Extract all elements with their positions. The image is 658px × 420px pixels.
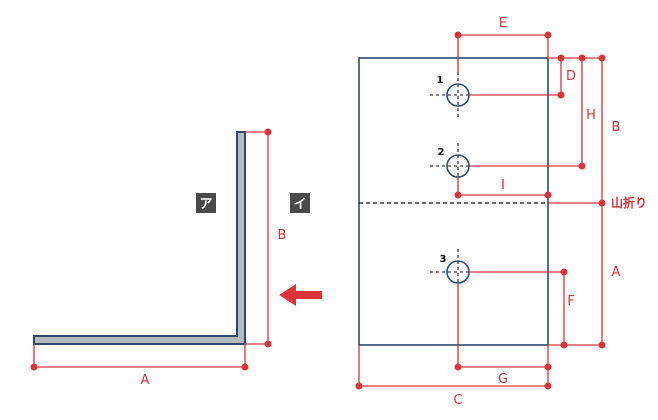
plate-outline (358, 57, 549, 346)
hole-1-label: 1 (437, 75, 444, 86)
hole-1 (430, 72, 487, 118)
flat-view: 1 2 3 (355, 16, 647, 408)
hole-2-label: 2 (438, 147, 445, 158)
dim-c-label: C (453, 393, 462, 408)
dim-d-label: D (566, 69, 576, 84)
fold-label: 山折り (611, 195, 647, 210)
dim-i-label: I (501, 178, 505, 193)
hole-3-label: 3 (440, 254, 447, 265)
flat-dimensions (358, 34, 603, 387)
dim-b-label: B (612, 120, 621, 135)
flat-dimension-points (355, 31, 606, 390)
view-arrow-icon (279, 284, 322, 306)
dim-h-label: H (586, 108, 596, 123)
dim-f-label: F (567, 294, 574, 309)
side-dim-b-label: B (278, 228, 287, 243)
badge-b: イ (290, 193, 310, 213)
dim-g-label: G (498, 372, 508, 387)
side-dim-b (245, 128, 272, 348)
side-view: B A ア イ (30, 128, 322, 388)
dim-e-label: E (499, 16, 507, 31)
badge-a: ア (196, 193, 216, 213)
side-dim-a-label: A (141, 373, 150, 388)
l-profile (33, 131, 246, 345)
dim-a-label: A (612, 265, 621, 280)
badge-b-label: イ (293, 197, 306, 212)
badge-a-label: ア (199, 197, 212, 212)
side-dim-a (30, 344, 249, 371)
